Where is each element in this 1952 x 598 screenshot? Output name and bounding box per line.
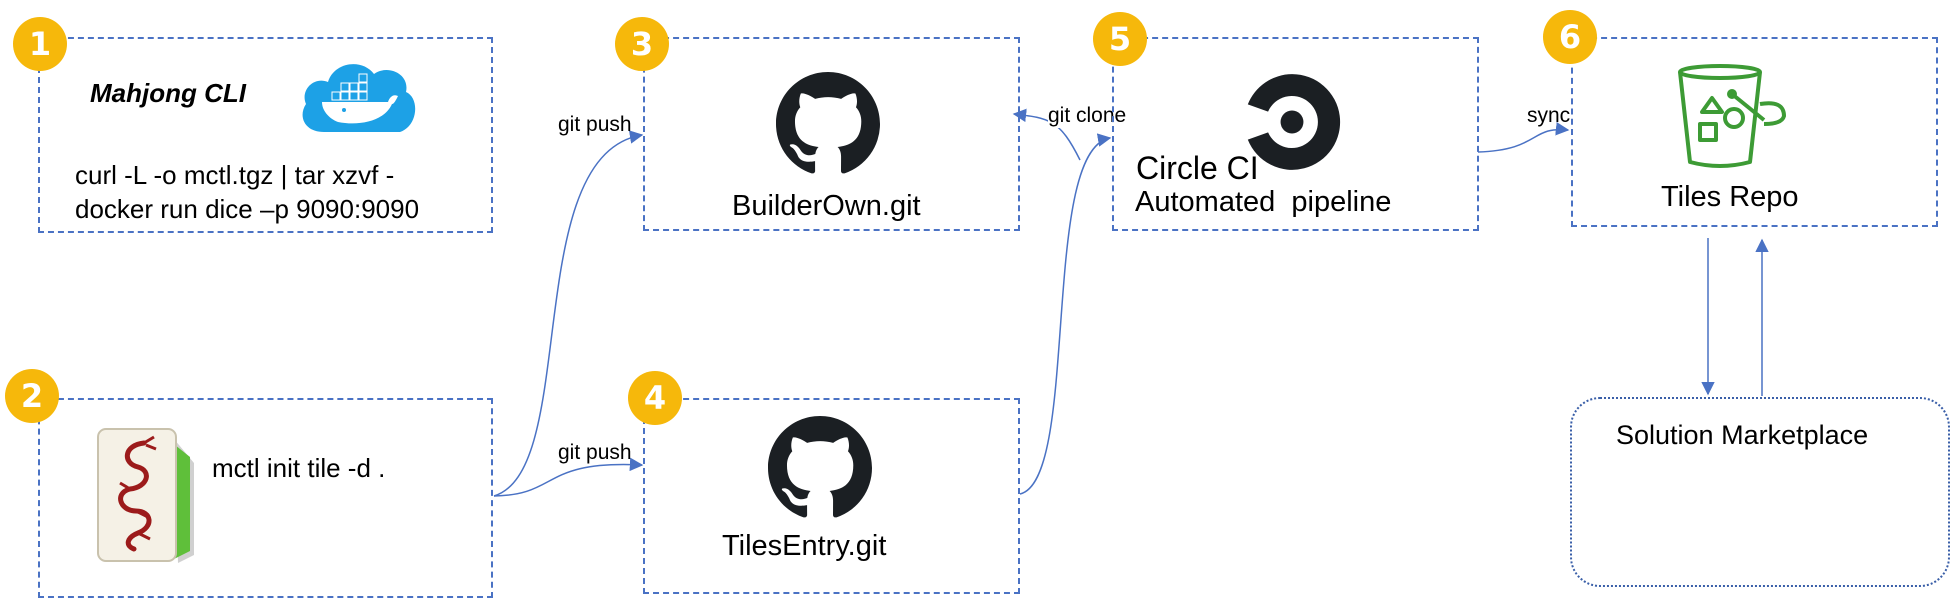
step-3-badge: 3: [615, 17, 669, 71]
step-2-badge: 2: [5, 369, 59, 423]
circleci-icon: [1247, 74, 1341, 170]
step-4-badge: 4: [628, 371, 682, 425]
edge-label-sync: sync: [1527, 104, 1571, 127]
arrow-entry-to-circleci: [1019, 133, 1112, 495]
edge-label-git-push-entry: git push: [558, 441, 632, 464]
step-5-badge: 5: [1093, 12, 1147, 66]
step-3-box: [643, 37, 1020, 231]
step-6-box: [1571, 37, 1938, 227]
bucket-icon: [1678, 64, 1786, 168]
step-6-title: Tiles Repo: [1661, 181, 1799, 213]
marketplace-title: Solution Marketplace: [1616, 420, 1869, 450]
step-1-line-1: curl -L -o mctl.tgz | tar xzvf -: [75, 160, 395, 190]
step-5-title: Circle CI: [1136, 150, 1259, 186]
step-4-title: TilesEntry.git: [722, 530, 887, 562]
step-3-title: BuilderOwn.git: [732, 190, 921, 222]
step-2-command: mctl init tile -d .: [212, 453, 386, 483]
step-5-box: [1112, 37, 1479, 231]
step-1-line-2: docker run dice –p 9090:9090: [75, 194, 420, 224]
marketplace-box: [1570, 397, 1950, 587]
edge-label-git-push-builder: git push: [558, 113, 632, 136]
github-icon: [768, 416, 872, 518]
step-1-box: [38, 37, 493, 233]
step-1-badge: 1: [13, 17, 67, 71]
mahjong-dragon-tile-icon: [97, 428, 194, 563]
step-1-title: Mahjong CLI: [90, 78, 246, 108]
step-6-badge: 6: [1543, 10, 1597, 64]
arrow-sync: [1477, 122, 1570, 153]
docker-cloud-icon: [302, 64, 416, 132]
arrow-push-builder: [493, 130, 644, 497]
github-icon: [776, 72, 880, 174]
arrow-push-entry: [493, 457, 644, 497]
step-5-subtitle: Automated pipeline: [1135, 186, 1392, 218]
